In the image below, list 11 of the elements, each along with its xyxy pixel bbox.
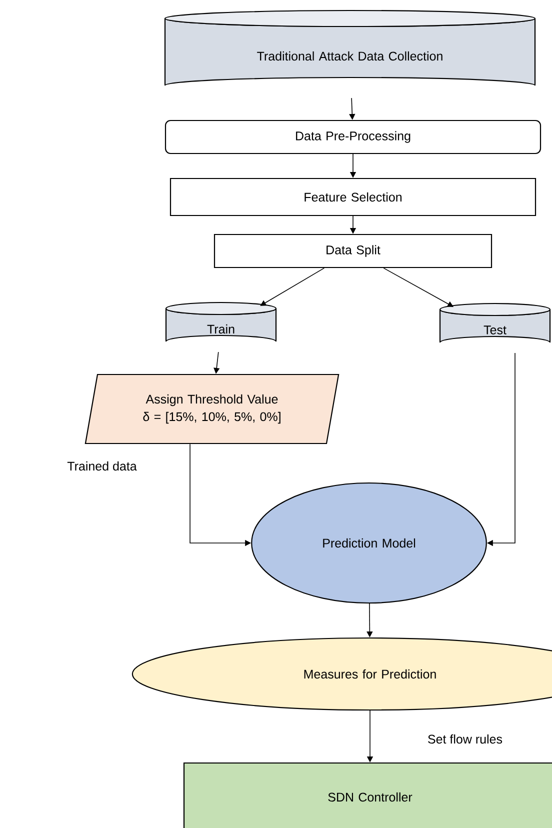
process-box: Feature Selection [170,178,536,216]
edge-label: Set flow rules [426,733,504,745]
edge-label: Trained data [66,460,138,472]
arrow [260,268,325,306]
process-box: Data Split [214,234,492,268]
database-cylinder: Train [165,302,277,342]
process-box: Data Pre-Processing [164,120,542,154]
controller-box: SDN Controller [183,762,552,828]
input-parallelogram: Assign Threshold Value δ = [15%, 10%, 5%, 0%] [84,374,340,444]
database-cylinder: Traditional Attack Data Collection [164,10,536,86]
database-cylinder: Test [439,302,551,344]
